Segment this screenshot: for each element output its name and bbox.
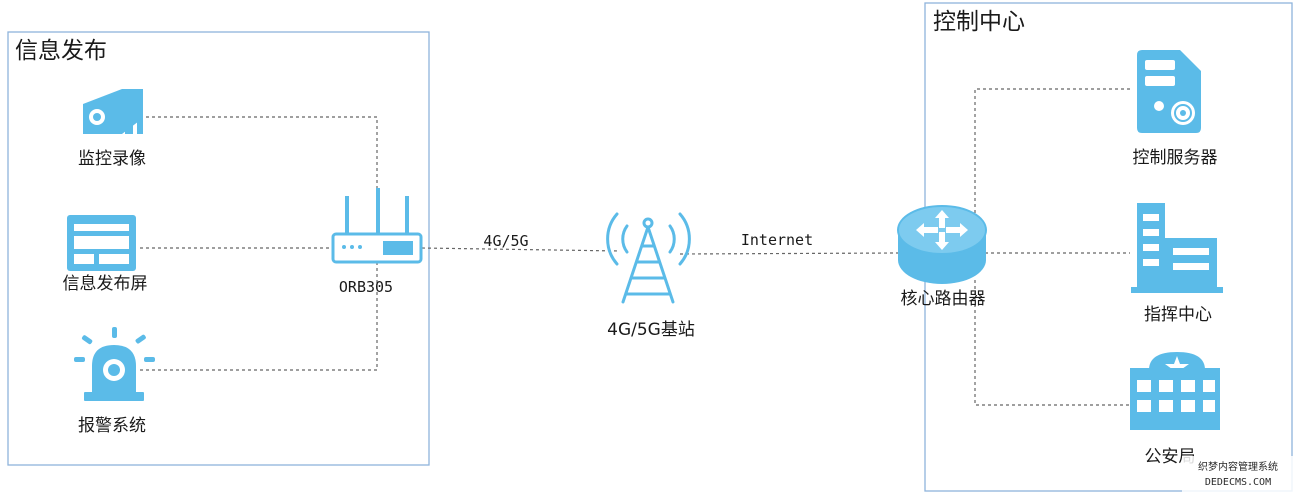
connector-surveillance-router [140, 116, 378, 232]
connector-alarm-router [140, 262, 378, 371]
cell-tower-icon [606, 212, 691, 304]
connector-core-server [974, 88, 1130, 225]
alarm-light-icon [74, 327, 155, 401]
core-router-icon [897, 205, 987, 284]
control-center-group-title: 控制中心 [933, 9, 1025, 35]
control-server-label: 控制服务器 [1133, 148, 1218, 168]
alarm-label: 报警系统 [78, 416, 146, 436]
watermark-line2: DEDECMS.COM [1205, 477, 1271, 488]
command-center-label: 指挥中心 [1144, 305, 1212, 325]
connector-core-police [974, 280, 1130, 406]
cctv-camera-icon [83, 89, 143, 134]
watermark-line1: 织梦内容管理系统 [1198, 460, 1278, 473]
info-publish-group-title: 信息发布 [15, 38, 107, 64]
watermark-backdrop [1182, 456, 1294, 494]
office-building-icon [1131, 203, 1223, 293]
wireless-router-icon [331, 188, 423, 264]
police-building-icon [1130, 352, 1220, 430]
link-label-4g5g: 4G/5G [483, 232, 528, 250]
connector-tower-core [679, 252, 899, 255]
link-label-internet: Internet [741, 231, 813, 249]
server-icon [1137, 50, 1201, 133]
base-station-label: 4G/5G基站 [607, 320, 695, 340]
orb305-label: ORB305 [339, 278, 393, 296]
core-router-label: 核心路由器 [901, 289, 986, 309]
info-screen-label: 信息发布屏 [63, 274, 148, 294]
display-screen-icon [67, 215, 136, 271]
surveillance-label: 监控录像 [78, 149, 146, 169]
